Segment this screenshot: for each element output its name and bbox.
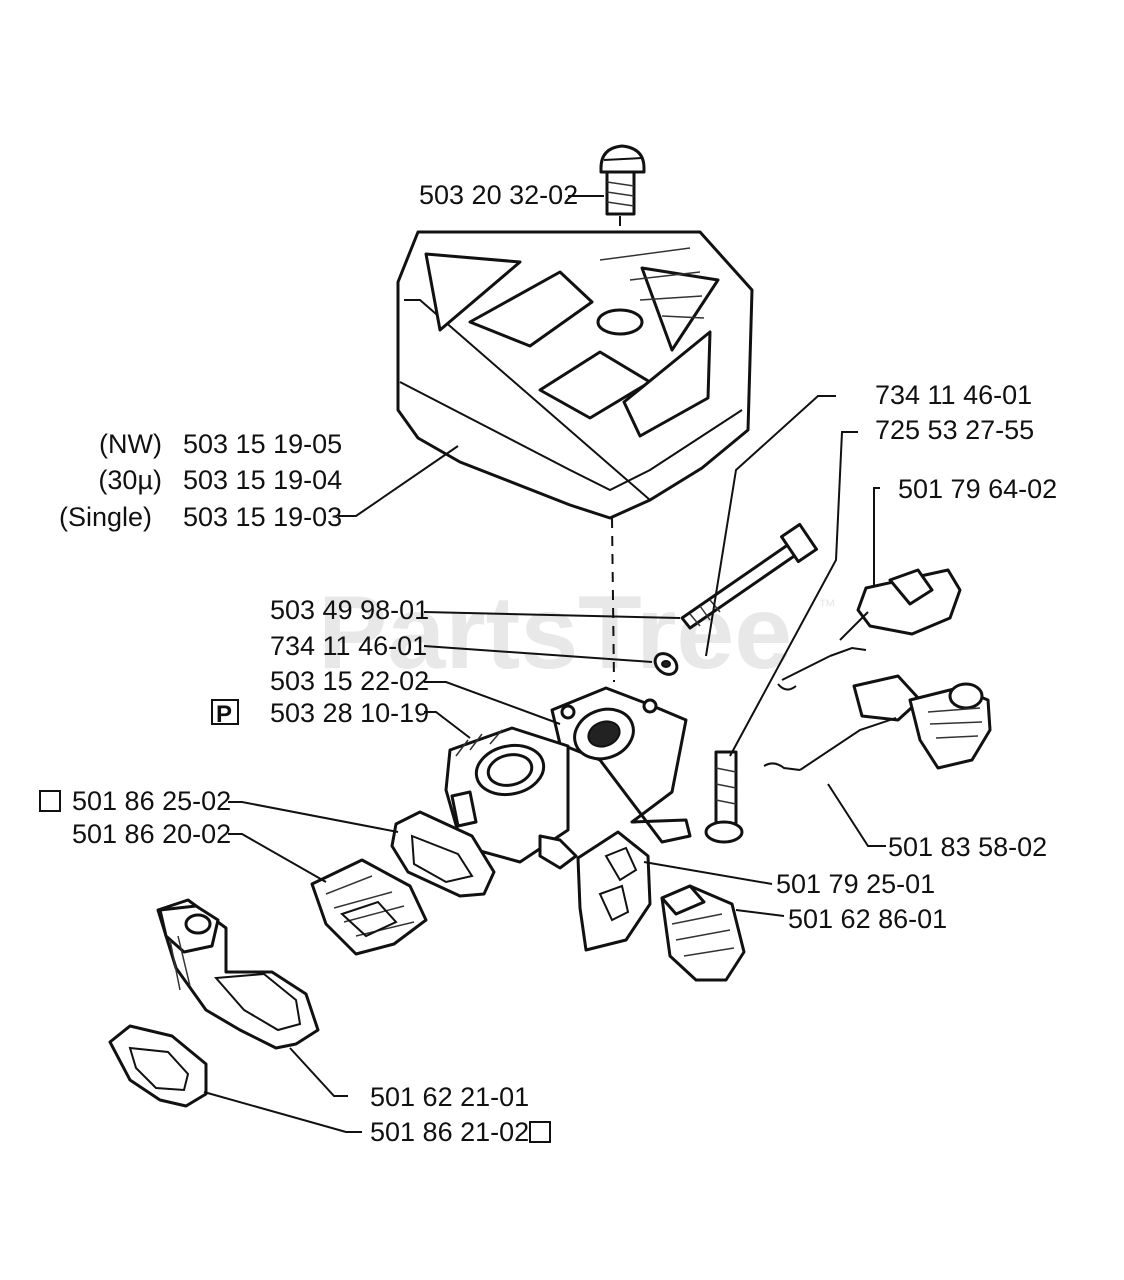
watermark-text: PartsTree bbox=[318, 575, 792, 691]
part-labels: 503 20 32-02 (NW) 503 15 19-05 (30µ) 503… bbox=[39, 180, 1057, 1147]
throttle-part bbox=[777, 568, 962, 691]
label-rod: 501 83 58-02 bbox=[888, 832, 1047, 862]
label-screw-top: 503 20 32-02 bbox=[419, 180, 578, 210]
label-gasket-bottom: 501 86 21-02 bbox=[370, 1117, 529, 1147]
label-throttle: 501 79 64-02 bbox=[898, 474, 1057, 504]
throttle-lever bbox=[763, 674, 992, 771]
insulator-block bbox=[310, 858, 428, 956]
washer bbox=[653, 652, 679, 676]
spacer-block bbox=[660, 884, 746, 982]
label-carb-prefix: P bbox=[216, 701, 232, 728]
label-cover-single: 503 15 19-03 bbox=[183, 502, 342, 532]
filter-holder bbox=[550, 686, 692, 844]
label-cover-nw-tag: (NW) bbox=[99, 429, 162, 459]
label-block: 501 62 86-01 bbox=[788, 904, 947, 934]
label-plate: 501 79 25-01 bbox=[776, 869, 935, 899]
gasket-bottom-box bbox=[529, 1121, 551, 1143]
label-insulator: 501 86 20-02 bbox=[72, 819, 231, 849]
leader-lines bbox=[203, 195, 886, 1133]
label-cover-30: 503 15 19-04 bbox=[183, 465, 342, 495]
label-bolt-b: 725 53 27-55 bbox=[875, 415, 1034, 445]
long-bolt bbox=[680, 522, 819, 630]
flange-gasket bbox=[390, 810, 496, 898]
carburetor bbox=[444, 726, 578, 870]
carb-prefix-box bbox=[211, 699, 239, 725]
label-gasket-kit: 501 86 25-02 bbox=[72, 786, 231, 816]
label-cover-single-tag: (Single) bbox=[59, 502, 152, 532]
metal-plate bbox=[576, 830, 652, 952]
label-cover-nw: 503 15 19-05 bbox=[183, 429, 342, 459]
bottom-gasket bbox=[108, 1024, 208, 1108]
label-bolt-a: 734 11 46-01 bbox=[875, 380, 1032, 410]
label-intake: 501 62 21-01 bbox=[370, 1082, 529, 1112]
label-cover-30-tag: (30µ) bbox=[98, 465, 162, 495]
axis-line-mid bbox=[611, 517, 615, 683]
label-carb: 503 28 10-19 bbox=[270, 698, 429, 728]
label-washer-b: 734 11 46-01 bbox=[270, 631, 427, 661]
gasket-kit-box bbox=[39, 790, 61, 812]
top-screw bbox=[599, 144, 646, 216]
watermark-tm: ™ bbox=[818, 596, 836, 616]
label-filter-holder: 503 15 22-02 bbox=[270, 666, 429, 696]
small-bolt bbox=[704, 750, 744, 844]
watermark: PartsTree ™ bbox=[318, 575, 836, 691]
intake-elbow bbox=[156, 898, 320, 1050]
air-filter-cover bbox=[396, 230, 754, 520]
label-washer-a: 503 49 98-01 bbox=[270, 595, 429, 625]
